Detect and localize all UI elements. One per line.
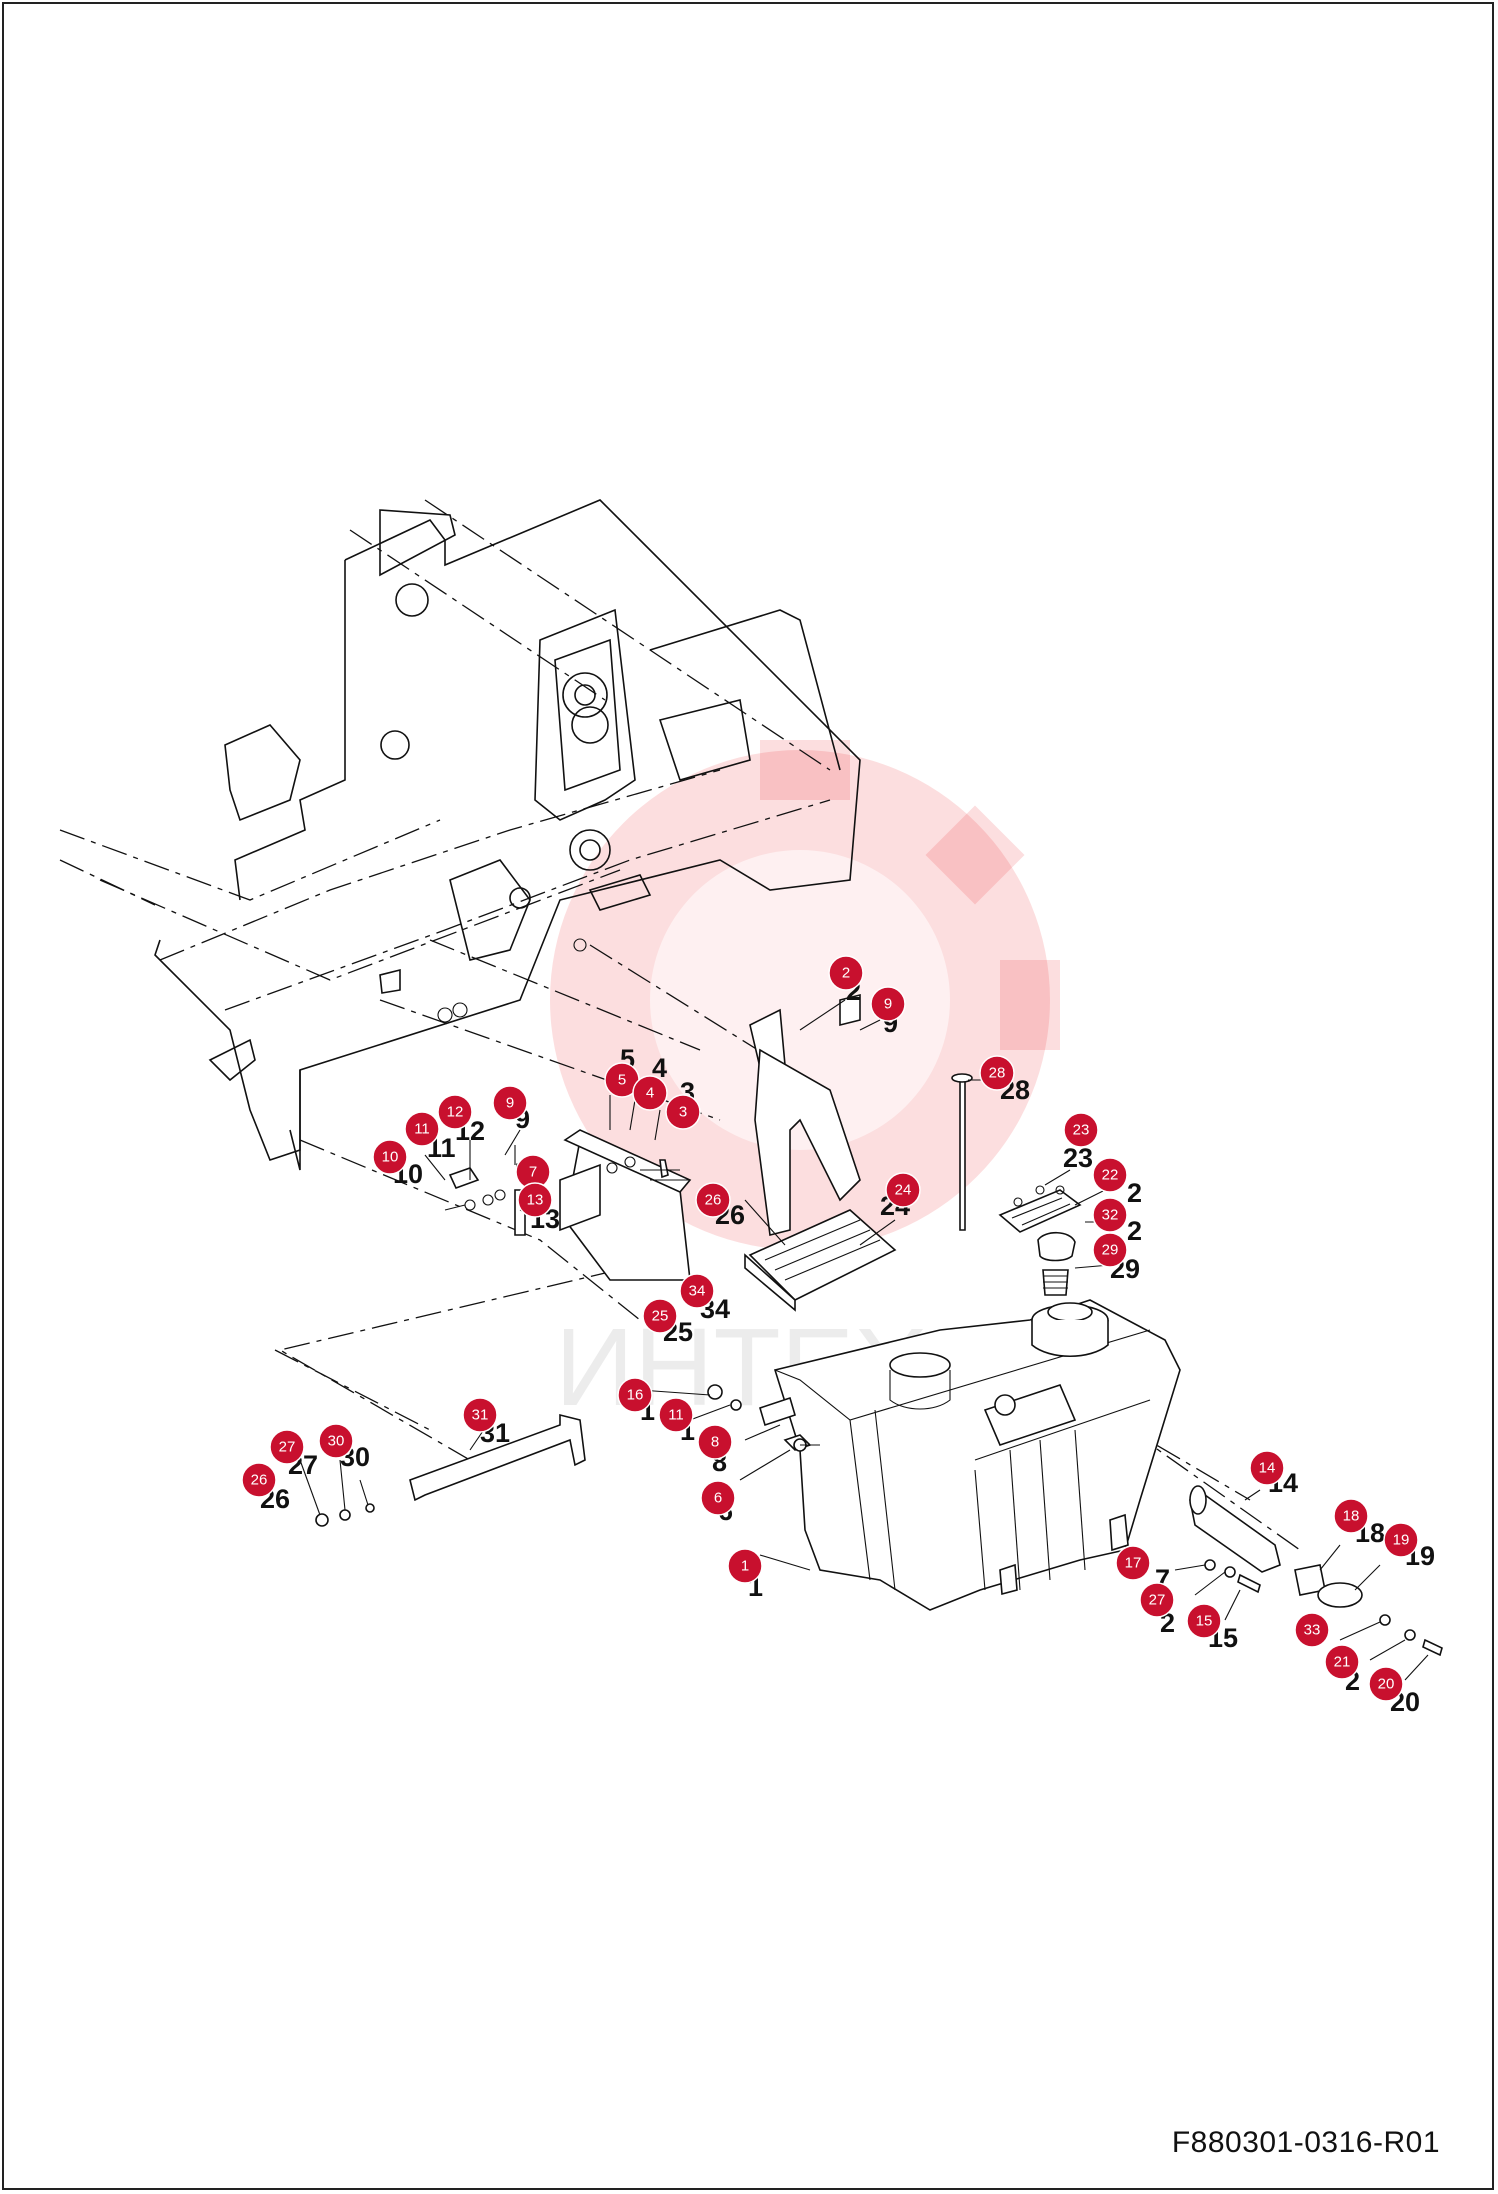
svg-text:12: 12 [447,1104,464,1121]
tank-fasteners [707,1384,820,1452]
svg-text:5: 5 [618,1072,626,1089]
callout-9: 9 [870,986,906,1022]
callout-8: 8 [697,1424,733,1460]
callout-32: 32 [1092,1197,1128,1233]
svg-text:19: 19 [1393,1532,1410,1549]
callout-bubbles: 1 2 9 28 23 22 32 29 5 4 3 12 11 10 9 7 … [241,955,1419,1702]
svg-text:34: 34 [689,1283,706,1300]
callout-6: 6 [700,1480,736,1516]
callout-4: 4 [632,1075,668,1111]
callout-10: 10 [372,1139,408,1175]
callout-27b: 27 [1139,1582,1175,1618]
svg-text:27: 27 [1149,1592,1166,1609]
label-23: 23 [1063,1143,1093,1173]
callout-34: 34 [679,1273,715,1309]
svg-text:7: 7 [529,1164,537,1181]
label-32: 2 [1127,1216,1142,1246]
svg-text:15: 15 [1196,1613,1213,1630]
callout-19: 19 [1383,1522,1419,1558]
svg-text:26: 26 [705,1192,722,1209]
svg-text:11: 11 [668,1407,684,1424]
svg-text:24: 24 [895,1182,912,1199]
label-4: 4 [652,1053,667,1083]
callout-16: 16 [617,1377,653,1413]
callout-20: 20 [1368,1666,1404,1702]
svg-text:9: 9 [884,996,892,1013]
part-labels: 2 9 28 23 2 2 29 5 4 3 12 11 10 9 7 13 2… [260,976,1435,1717]
callout-7: 7 [515,1154,551,1190]
callout-3: 3 [665,1094,701,1130]
svg-text:14: 14 [1259,1460,1276,1477]
svg-text:21: 21 [1334,1654,1351,1671]
callout-26: 26 [695,1182,731,1218]
callout-1: 1 [727,1548,763,1584]
cap-and-gasket-group [951,1073,1082,1296]
assembly-guide-lines [274,1139,1301,1551]
callout-23: 23 [1063,1112,1099,1148]
callout-29: 29 [1092,1232,1128,1268]
callout-14: 14 [1249,1450,1285,1486]
svg-text:9: 9 [506,1095,514,1112]
tank-support-parts [1189,1485,1443,1657]
svg-text:31: 31 [472,1407,489,1424]
callout-11: 11 [404,1111,440,1147]
step-bracket-assembly [444,993,897,1312]
svg-text:26: 26 [251,1472,268,1489]
callout-25: 25 [642,1298,678,1334]
svg-text:28: 28 [989,1065,1006,1082]
svg-text:6: 6 [714,1490,722,1507]
callout-24: 24 [885,1172,921,1208]
svg-text:22: 22 [1102,1167,1119,1184]
callout-33: 33 [1294,1612,1330,1648]
svg-text:32: 32 [1102,1207,1119,1224]
svg-text:1: 1 [741,1558,749,1575]
svg-text:2: 2 [842,965,850,982]
callout-2: 2 [828,955,864,991]
callout-31: 31 [462,1397,498,1433]
callout-15: 15 [1186,1603,1222,1639]
tank-strap [315,1413,586,1527]
callout-26b: 26 [241,1462,277,1498]
svg-text:13: 13 [527,1192,544,1209]
svg-text:33: 33 [1304,1622,1321,1639]
svg-text:20: 20 [1378,1676,1395,1693]
svg-text:17: 17 [1125,1555,1142,1572]
svg-text:18: 18 [1343,1508,1360,1525]
drawing-code: F880301-0316-R01 [1171,2126,1440,2159]
callout-21: 21 [1324,1644,1360,1680]
svg-text:30: 30 [328,1433,345,1450]
svg-text:10: 10 [382,1149,399,1166]
callout-17: 17 [1115,1545,1151,1581]
callout-22: 22 [1092,1157,1128,1193]
callout-11b: 11 [658,1397,694,1433]
callout-13: 13 [517,1182,553,1218]
callout-18: 18 [1333,1498,1369,1534]
svg-text:25: 25 [652,1308,669,1325]
svg-text:8: 8 [711,1434,719,1451]
fuel-tank [773,1299,1181,1611]
svg-text:4: 4 [646,1085,654,1102]
svg-text:27: 27 [279,1439,296,1456]
callout-28: 28 [979,1055,1015,1091]
svg-text:3: 3 [679,1104,687,1121]
label-22: 2 [1127,1178,1142,1208]
svg-text:23: 23 [1073,1122,1090,1139]
callout-12: 12 [437,1094,473,1130]
svg-text:16: 16 [627,1387,644,1404]
svg-text:11: 11 [414,1121,430,1138]
callout-9b: 9 [492,1085,528,1121]
svg-text:29: 29 [1102,1242,1119,1259]
callout-27: 27 [269,1429,305,1465]
machine-frame [59,499,861,1171]
callout-30: 30 [318,1423,354,1459]
